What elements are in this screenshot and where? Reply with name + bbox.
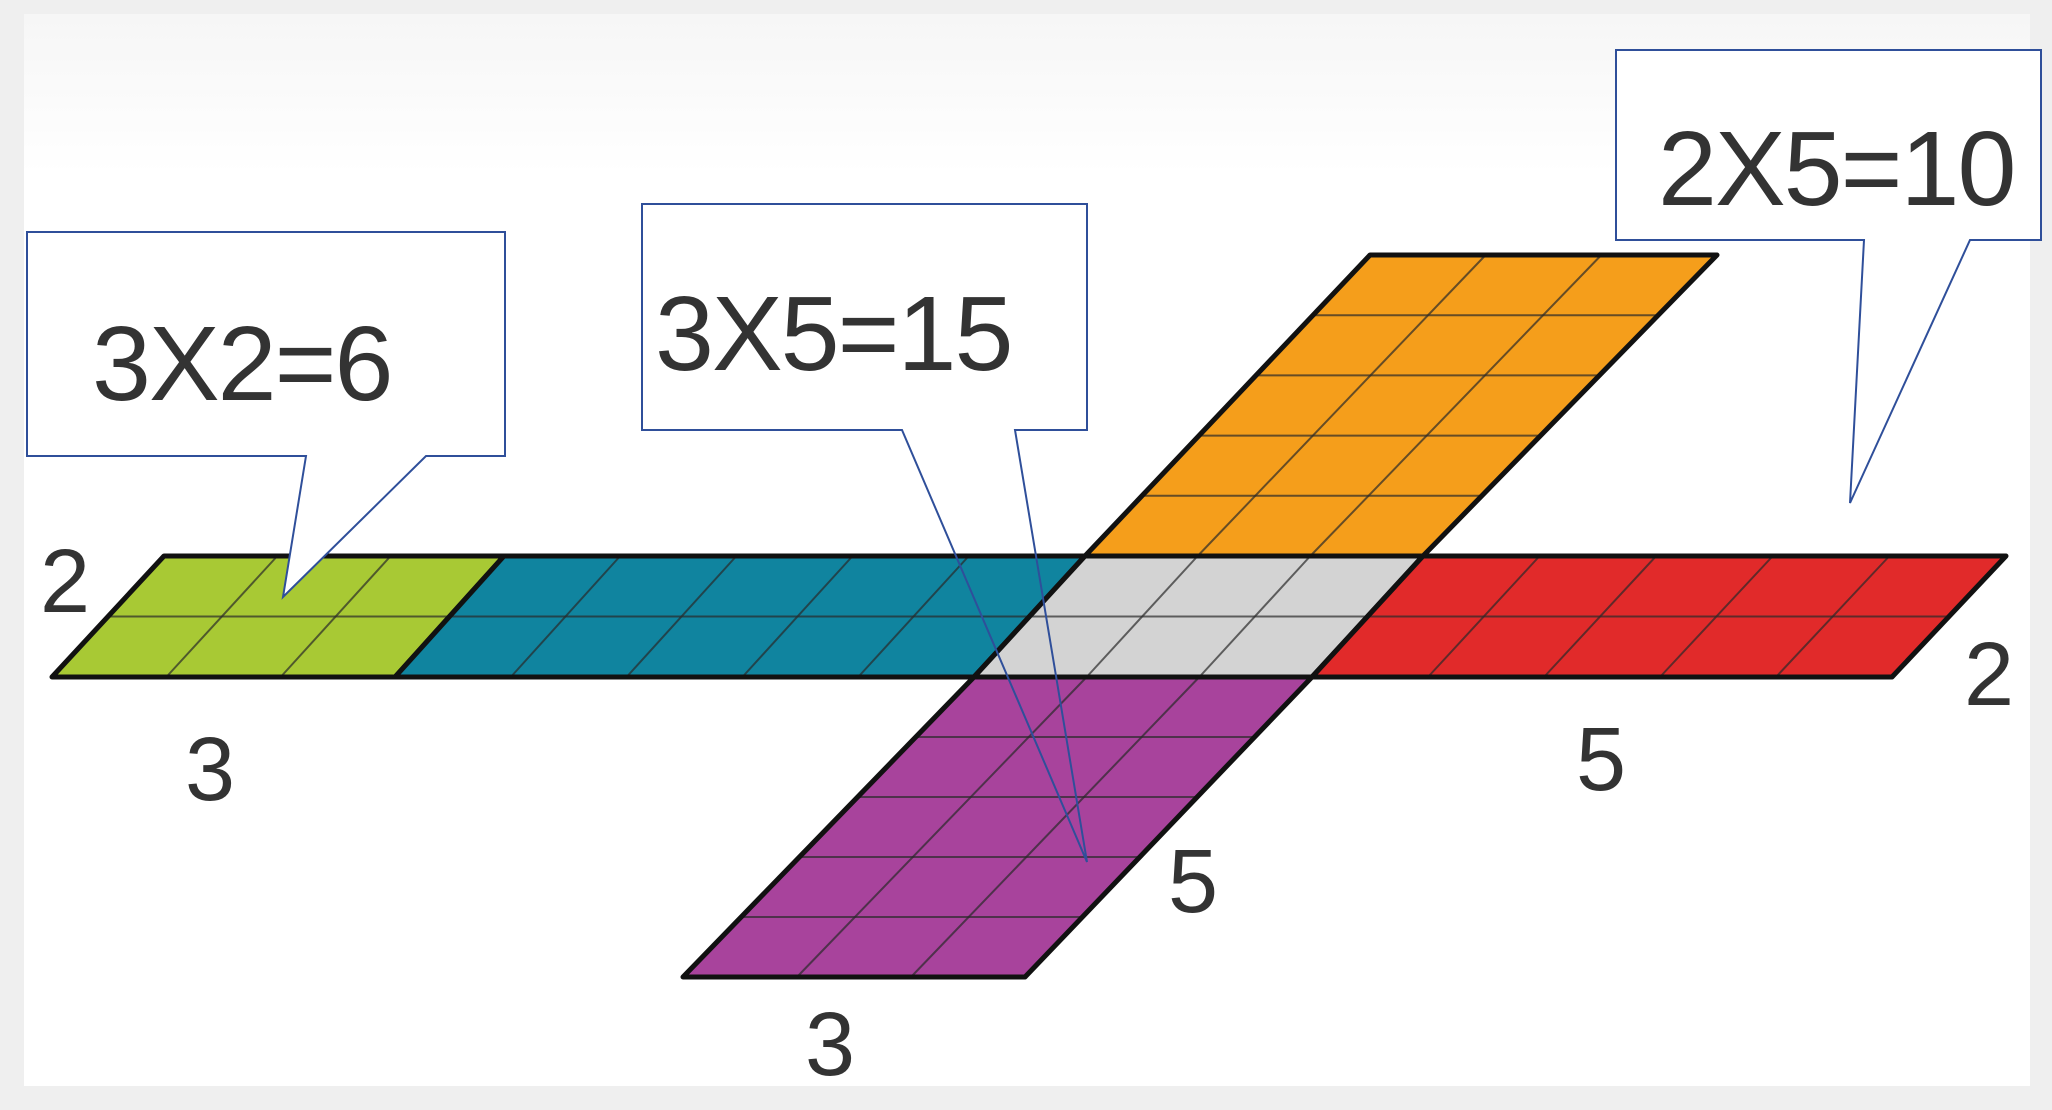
callout-left: 3X2=6: [26, 231, 506, 600]
callout-left-shape: [26, 231, 506, 600]
face-top-outline: [1082, 252, 1720, 559]
face-top: [1082, 252, 1720, 559]
face-right-end-outline: [1309, 553, 2009, 680]
faces-group: [49, 252, 2009, 980]
face-left-end: [49, 553, 507, 680]
grid-line: [910, 676, 1201, 978]
grid-line: [1309, 254, 1603, 557]
dim-right-length: 5: [1576, 710, 1626, 810]
dim-left-height: 2: [40, 532, 90, 632]
callout-right-shape: [1615, 49, 2042, 504]
face-front-outline: [680, 674, 1315, 980]
dim-front-depth: 5: [1168, 832, 1218, 932]
dim-right-height: 2: [1964, 625, 2014, 725]
face-front: [680, 674, 1315, 980]
callout-middle-text: 3X5=15: [655, 275, 1011, 393]
callout-right: 2X5=10: [1615, 49, 2042, 504]
grid-line: [1196, 254, 1487, 557]
callout-left-text: 3X2=6: [92, 305, 391, 423]
face-right-end: [1309, 553, 2009, 680]
dim-left-width: 3: [185, 720, 235, 820]
callout-middle-box: [643, 205, 1086, 429]
grid-line: [796, 676, 1088, 978]
face-top-fill: [1085, 255, 1717, 556]
callout-right-text: 2X5=10: [1658, 110, 2014, 228]
dim-front-width: 3: [805, 995, 855, 1095]
callout-middle-shape: [641, 203, 1088, 863]
callout-middle: 3X5=15: [641, 203, 1088, 863]
face-back: [392, 553, 1088, 680]
face-front-fill: [683, 677, 1312, 977]
